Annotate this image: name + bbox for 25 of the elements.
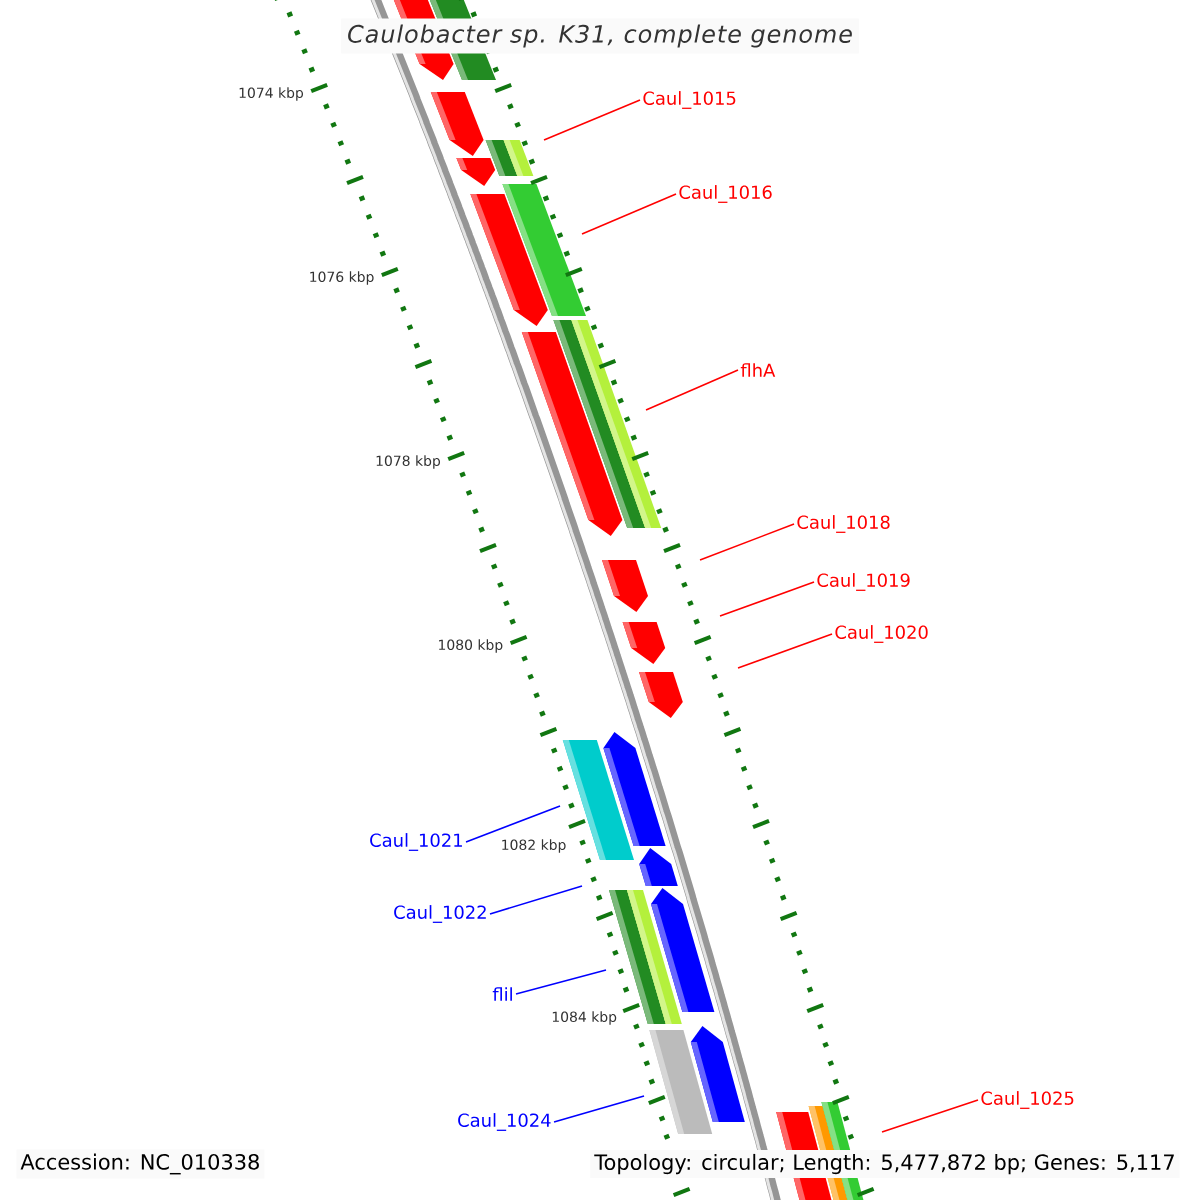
gene-label: Caul_1025 xyxy=(981,1091,1074,1109)
leader-line xyxy=(515,969,607,995)
title: Caulobacter sp. K31, complete genome xyxy=(341,18,859,54)
gene-label: Caul_1022 xyxy=(394,905,486,923)
gene-label: Caul_1021 xyxy=(370,833,462,851)
gene-label: Caul_1019 xyxy=(817,573,910,591)
leader-line xyxy=(543,99,641,141)
leader-line xyxy=(881,1099,979,1133)
gene-label: Caul_1024 xyxy=(458,1113,551,1131)
leader-line xyxy=(699,523,795,561)
leader-line xyxy=(737,633,833,669)
gene-label: Caul_1018 xyxy=(797,515,890,533)
leader-line xyxy=(489,885,583,915)
info-text: Topology: circular; Length: 5,477,872 bp; Genes: 5,117 xyxy=(590,1149,1180,1179)
gene-label: Caul_1015 xyxy=(643,91,736,109)
gene-label: Caul_1020 xyxy=(835,625,928,643)
gene-label: Caul_1016 xyxy=(679,185,772,203)
info-text: Accession: NC_010338 xyxy=(16,1149,265,1179)
leader-line xyxy=(719,581,815,617)
leader-line xyxy=(645,369,739,411)
leader-line xyxy=(553,1095,645,1123)
leader-line xyxy=(465,805,561,843)
leader-line xyxy=(581,193,677,235)
gene-label: flhA xyxy=(740,363,776,377)
gene-label: flil xyxy=(492,987,512,1001)
